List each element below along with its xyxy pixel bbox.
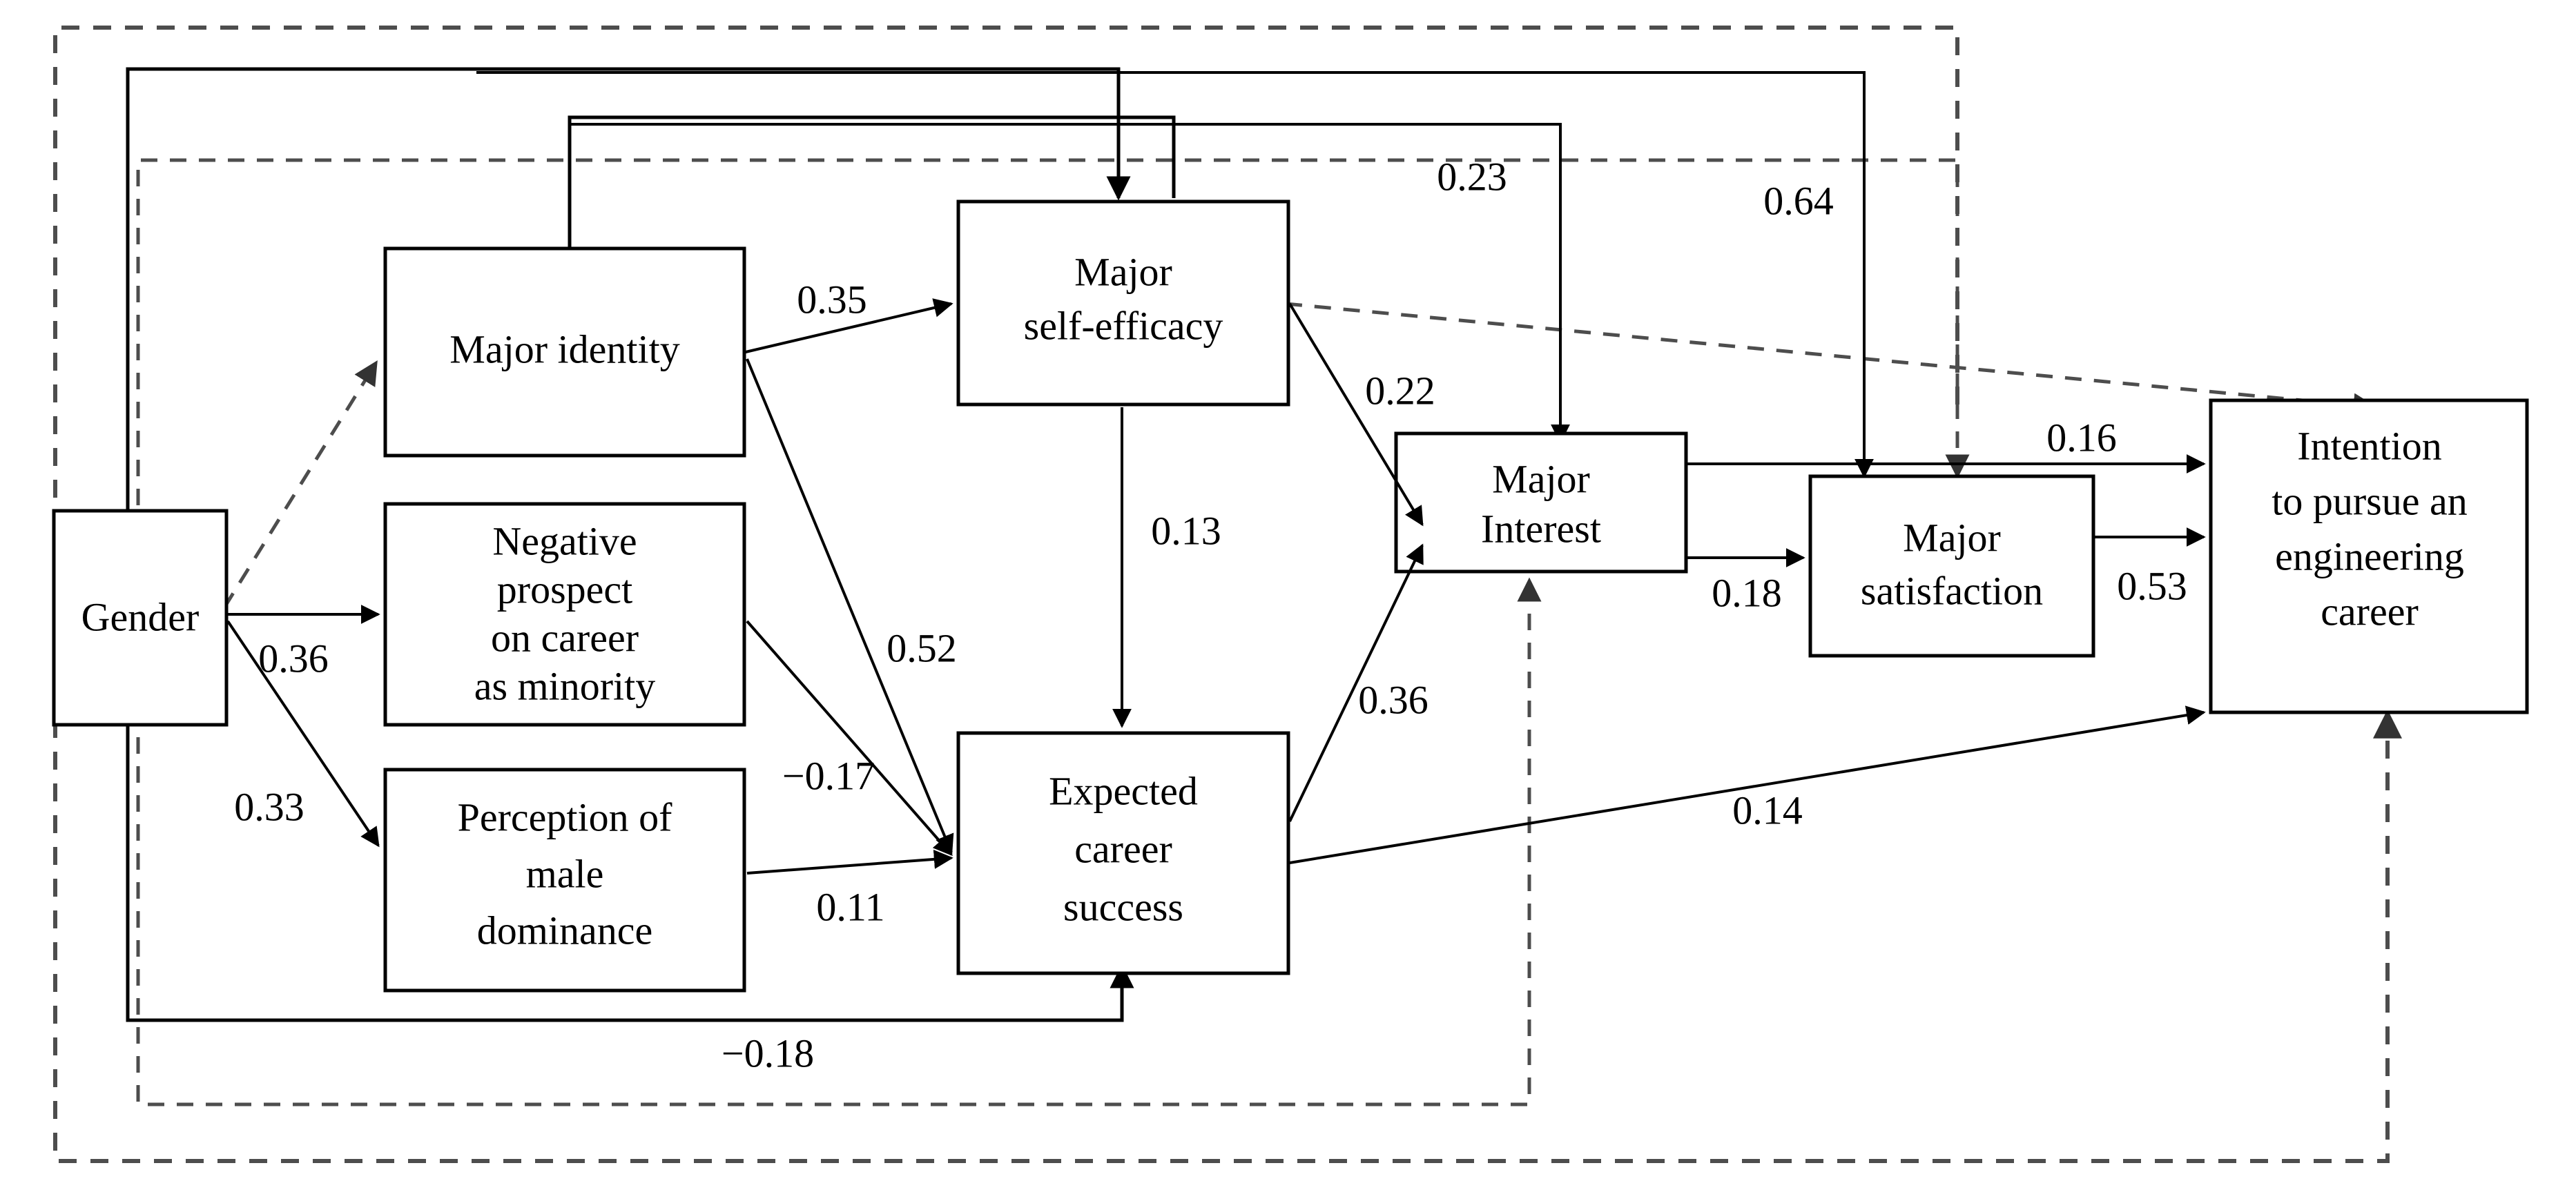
edge-negative-prospect-to-expected-success: [746, 620, 953, 857]
node-male-dominance-box: [383, 768, 746, 993]
node-male-dominance-line1: Perception of: [458, 794, 673, 839]
edge-gender-to-intention-bottom-dashed: [53, 625, 2402, 1163]
node-major-satisfaction-line2: satisfaction: [1861, 568, 2043, 613]
coefficient-major-interest-major-satisfaction: 0.18: [1712, 570, 1782, 615]
node-intention-box: [2209, 398, 2529, 714]
node-self-efficacy-box: [956, 199, 1290, 407]
coefficient-negative-prospect-expected-success: −0.17: [782, 753, 875, 798]
node-negative-prospect-line1: Negative: [492, 518, 637, 563]
coefficient-male-dominance-expected-success: 0.11: [816, 884, 884, 929]
node-expected-success-line3: success: [1063, 884, 1183, 929]
edge-expected-success-to-intention: [1289, 705, 2206, 864]
edge-major-identity-to-self-efficacy: [745, 298, 953, 353]
node-intention-line3: engineering: [2275, 534, 2464, 578]
node-negative-prospect-line4: as minority: [474, 663, 656, 708]
node-major-identity-label: Major identity: [449, 326, 679, 371]
node-gender-box: [52, 509, 229, 727]
node-expected-success-line1: Expected: [1049, 768, 1198, 813]
node-major-identity-box: [383, 246, 746, 458]
edge-expected-success-to-major-interest: [1288, 543, 1424, 822]
node-expected-success-box: [956, 731, 1290, 975]
edge-gender-to-expected-success-route: [126, 725, 1134, 1022]
node-male-dominance-line3: dominance: [477, 908, 652, 953]
coefficient-gender-expected-success: −0.18: [722, 1031, 814, 1075]
coefficient-major-interest-intention: 0.16: [2046, 415, 2117, 460]
coefficient-major-identity-self-efficacy: 0.35: [797, 277, 867, 322]
edge-self-efficacy-to-major-interest: [1288, 302, 1424, 527]
node-major-interest-box: [1394, 431, 1688, 574]
node-intention-line1: Intention: [2297, 423, 2441, 468]
node-negative-prospect-line3: on career: [491, 615, 639, 660]
edge-gender-to-self-efficacy-route: [126, 67, 1131, 511]
node-major-satisfaction-box: [1808, 474, 2095, 658]
coefficient-expected-success-major-interest: 0.36: [1358, 677, 1429, 722]
edge-gender-to-major-satisfaction-dashed: [136, 158, 1970, 621]
node-major-interest-line2: Interest: [1481, 506, 1601, 551]
node-self-efficacy-line1: Major: [1074, 249, 1172, 294]
node-intention-line4: career: [2321, 589, 2419, 634]
edge-major-identity-to-major-satisfaction-route: [476, 71, 1874, 478]
edge-gender-to-intention-dashed: [53, 26, 1959, 625]
edge-gender-to-major-identity-dashed: [222, 360, 378, 609]
node-male-dominance-line2: male: [526, 851, 604, 896]
node-negative-prospect-box: [383, 502, 746, 727]
edge-major-identity-to-self-efficacy-route: [568, 115, 1176, 248]
node-self-efficacy-line2: self-efficacy: [1024, 303, 1223, 348]
coefficient-major-identity-major-interest: 0.23: [1437, 154, 1507, 199]
edge-major-identity-to-expected-success: [746, 358, 954, 855]
node-major-satisfaction-line1: Major: [1903, 515, 2001, 560]
edge-major-identity-to-major-interest-route: [570, 123, 1570, 444]
node-expected-success-line2: career: [1074, 826, 1172, 871]
edge-male-dominance-to-expected-success: [746, 849, 953, 875]
coefficient-major-satisfaction-intention: 0.53: [2117, 563, 2187, 608]
coefficient-self-efficacy-major-interest: 0.22: [1365, 368, 1435, 413]
edge-gender-to-male-dominance: [226, 620, 380, 848]
coefficient-major-identity-expected-success: 0.52: [887, 625, 957, 670]
coefficient-self-efficacy-expected-success: 0.13: [1151, 508, 1221, 553]
edge-self-efficacy-to-intention-dashed: [1285, 302, 2378, 418]
coefficient-major-identity-major-satisfaction: 0.64: [1763, 178, 1834, 223]
coefficient-gender-male-dominance: 0.33: [234, 784, 304, 829]
node-major-interest-line1: Major: [1492, 456, 1590, 501]
node-intention-line2: to pursue an: [2272, 478, 2468, 523]
coefficient-expected-success-intention: 0.14: [1732, 788, 1803, 832]
edge-gender-to-major-interest-dashed: [136, 577, 1542, 1106]
coefficient-gender-negative-prospect: 0.36: [258, 636, 329, 681]
node-negative-prospect-line2: prospect: [497, 567, 633, 612]
node-gender-label: Gender: [81, 594, 200, 639]
